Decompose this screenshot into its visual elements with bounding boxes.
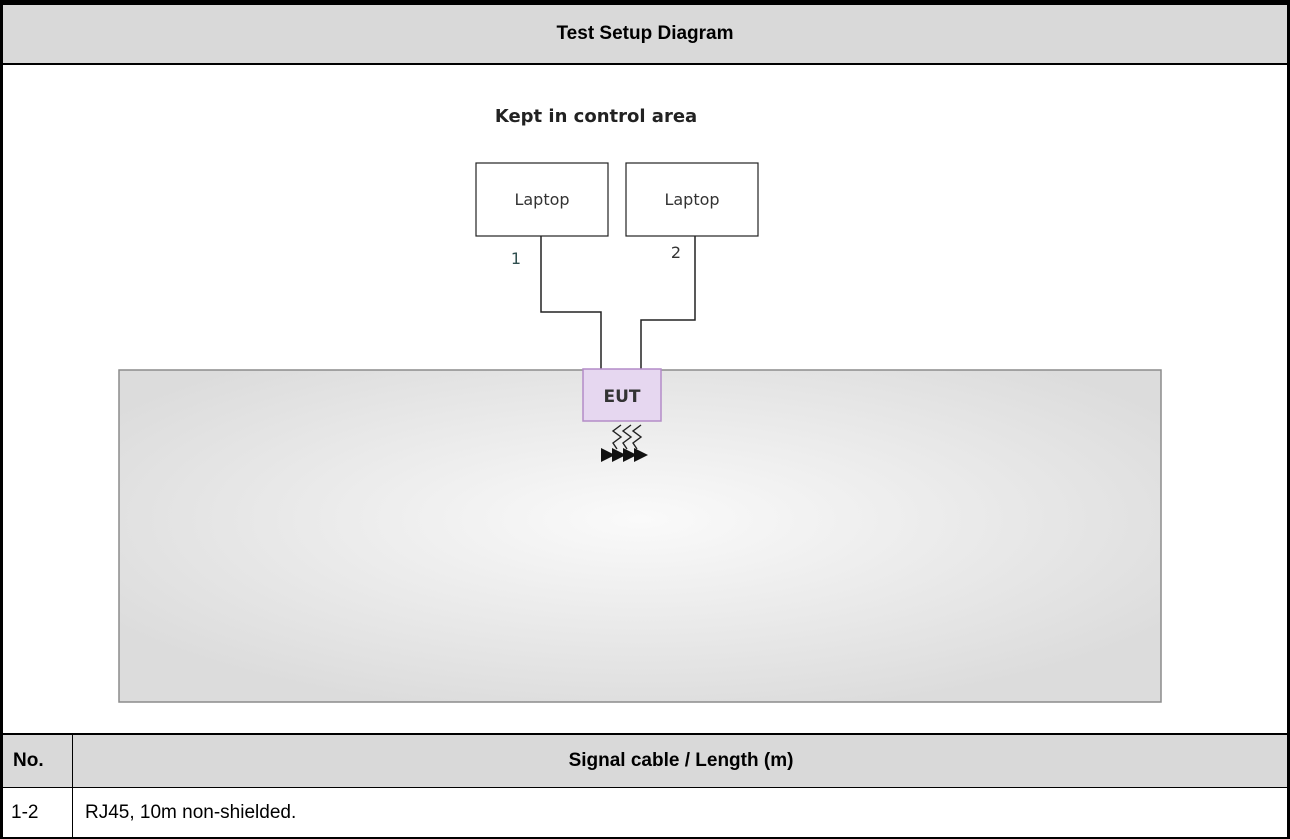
border-left — [0, 0, 3, 839]
diagram-divider — [3, 733, 1287, 735]
laptop-1: Laptop — [475, 162, 609, 237]
border-top — [0, 0, 1290, 5]
control-area-label: Kept in control area — [495, 106, 697, 127]
wireless-antenna-icon — [601, 424, 648, 462]
diagram-svg: Kept in control area Laptop Laptop 1 2 — [118, 106, 1162, 703]
row-no: 1-2 — [11, 802, 39, 823]
eut-box — [582, 368, 662, 422]
eut-label: EUT — [603, 387, 640, 407]
setup-diagram: Kept in control area Laptop Laptop 1 2 — [3, 65, 1287, 733]
sheet-title-text: Test Setup Diagram — [556, 23, 734, 44]
laptop-1-box — [475, 162, 609, 237]
laptop-1-label: Laptop — [514, 190, 569, 209]
port-label-1: 1 — [511, 249, 521, 268]
header-signal-cable: Signal cable / Length (m) — [568, 750, 794, 771]
header-divider — [3, 787, 1287, 788]
cable-table-header: No. Signal cable / Length (m) — [3, 735, 1287, 787]
laptop-2: Laptop — [625, 162, 759, 237]
port-label-2: 2 — [671, 243, 681, 262]
sheet-title: Test Setup Diagram — [3, 5, 1287, 63]
laptop-2-label: Laptop — [664, 190, 719, 209]
eut: EUT — [582, 368, 662, 422]
border-bottom — [0, 837, 1290, 839]
table-row: 1-2 RJ45, 10m non-shielded. — [3, 789, 1287, 837]
header-no: No. — [13, 750, 44, 771]
title-divider — [3, 63, 1287, 65]
border-right — [1287, 0, 1290, 839]
cable-1 — [540, 236, 602, 369]
row-description: RJ45, 10m non-shielded. — [85, 802, 297, 823]
cable-2 — [640, 236, 696, 369]
laptop-2-box — [625, 162, 759, 237]
